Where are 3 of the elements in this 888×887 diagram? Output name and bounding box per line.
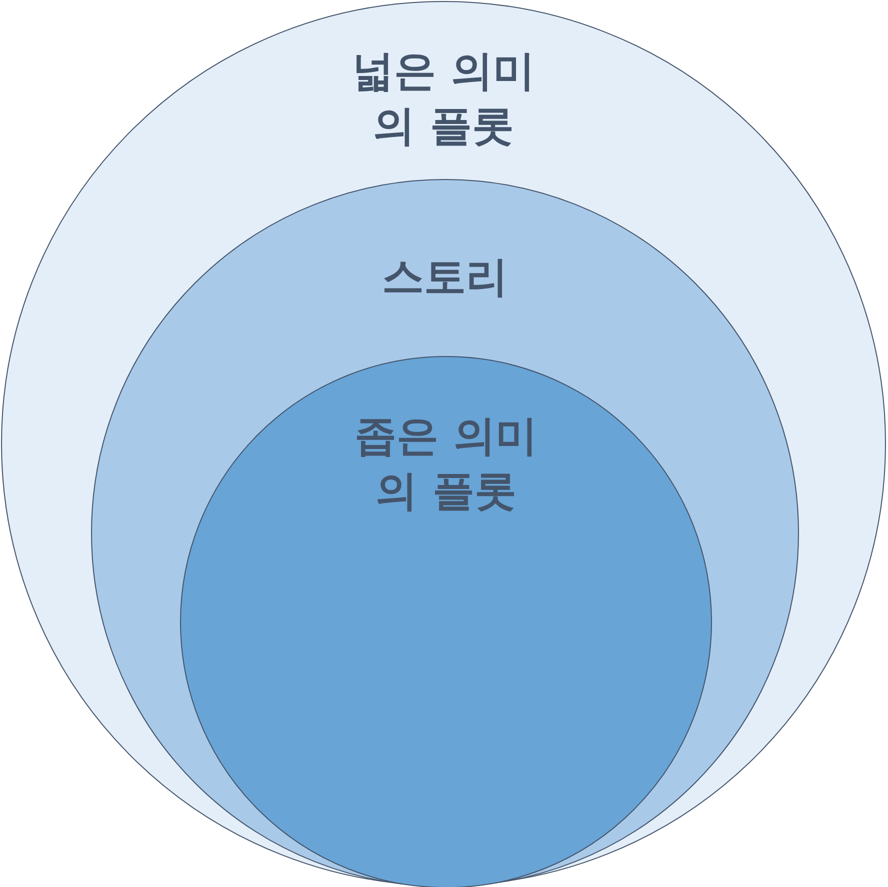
region-label: 넓은 의미의 플롯 bbox=[351, 45, 536, 152]
region-label: 스토리 bbox=[381, 251, 509, 303]
region-label: 좁은 의미의 플롯 bbox=[354, 410, 538, 517]
